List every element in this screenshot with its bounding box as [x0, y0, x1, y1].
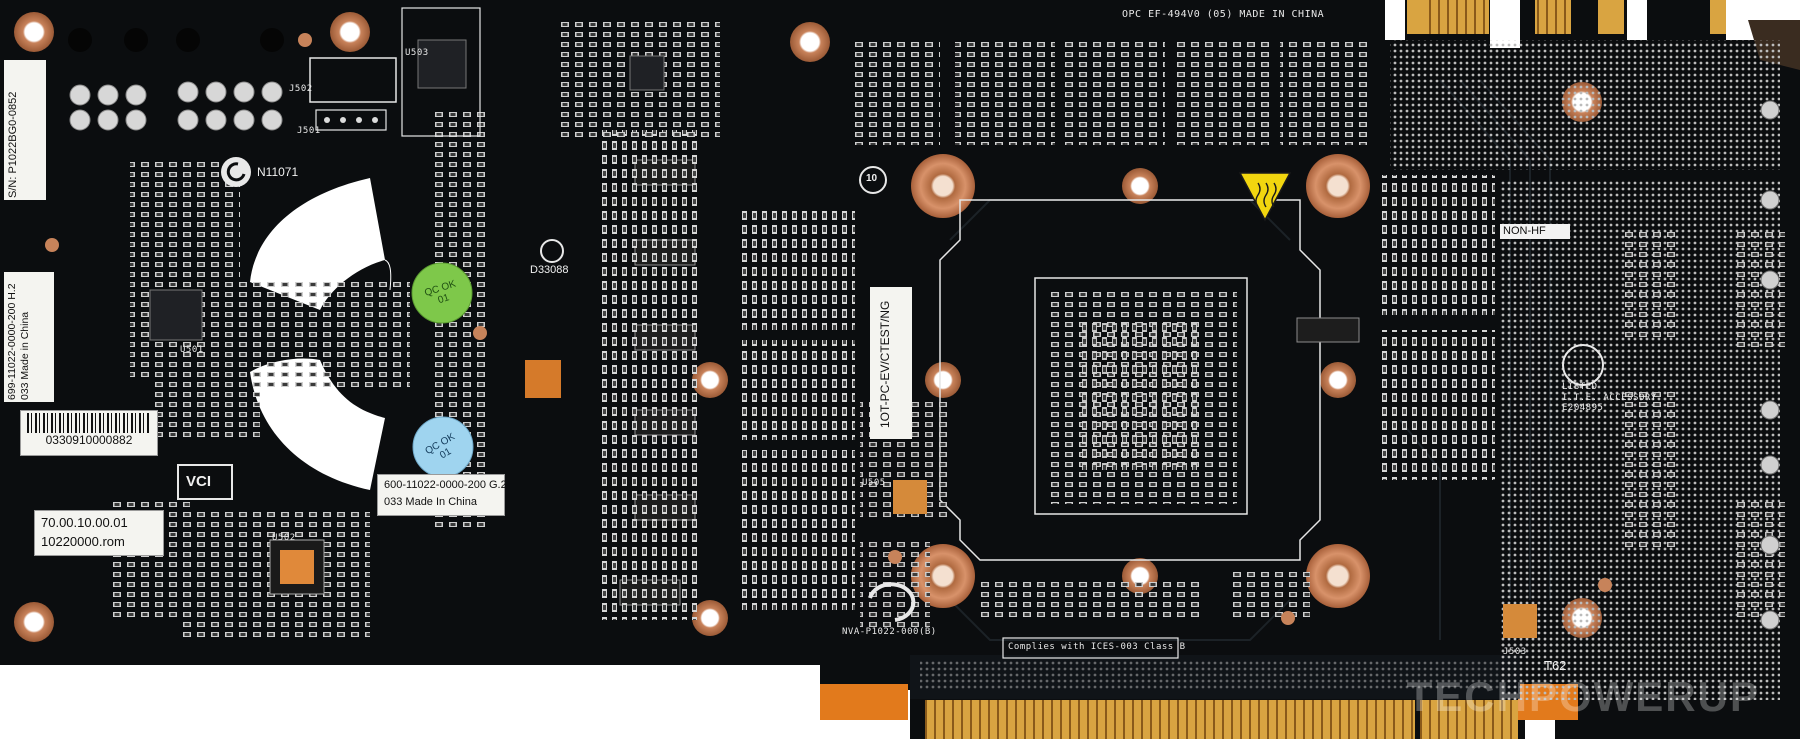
- board-part-line2: 033 Made In China: [384, 496, 477, 508]
- bios-rom: 10220000.rom: [41, 534, 125, 549]
- cert-d-label: D33088: [530, 264, 569, 276]
- techpowerup-watermark: TECHPOWERUP: [1406, 673, 1760, 720]
- cert-n-label: N11071: [257, 165, 299, 179]
- barcode-number: 0330910000882: [45, 433, 133, 447]
- marker-label: T62: [1544, 658, 1567, 673]
- rohs-ten-label: 10: [866, 173, 878, 184]
- ul-listed-label: LISTED: [1562, 382, 1598, 392]
- opc-label: OPC EF-494V0 (05) MADE IN CHINA: [1122, 9, 1325, 20]
- part-number-vertical-sticker: 699-11022-0000-200 H.2 033 Made in China: [6, 274, 54, 400]
- j501-label: J501: [297, 126, 321, 136]
- board-part-line1: 600-11022-0000-200 G.2: [384, 479, 507, 491]
- ul-accessory-label: I.T.E. ACCESSORY: [1562, 393, 1657, 403]
- serial-number-text: S/N: P1022BG0-0852: [7, 91, 19, 198]
- j503-label: J503: [1503, 647, 1527, 657]
- bios-sticker: 70.00.10.00.01 10220000.rom: [34, 510, 164, 556]
- bios-version: 70.00.10.00.01: [41, 515, 128, 530]
- board-code-label: NVA-P1022-000(B): [842, 627, 937, 637]
- u501-label: U501: [180, 345, 204, 355]
- u505-label: U505: [862, 478, 886, 488]
- barcode-icon: [27, 413, 151, 433]
- j502-label: J502: [289, 84, 313, 94]
- u503-label: U503: [405, 48, 429, 58]
- serial-number-sticker: S/N: P1022BG0-0852: [6, 62, 44, 198]
- barcode-sticker: 0330910000882: [20, 410, 158, 456]
- part-vertical-line2: 033 Made in China: [19, 311, 31, 400]
- factory-note-label: 1OT-PC-EV/CTEST/NG: [878, 300, 892, 428]
- ul-number-label: E204895: [1562, 403, 1604, 413]
- ices-compliance-label: Complies with ICES-003 Class B: [1008, 642, 1186, 652]
- non-hf-label: NON-HF: [1503, 225, 1546, 237]
- part-vertical-line1: 699-11022-0000-200 H.2: [6, 283, 18, 400]
- board-part-sticker: 600-11022-0000-200 G.2 033 Made In China: [377, 474, 507, 516]
- u502-label: U502: [272, 533, 296, 543]
- vci-label: VCI: [186, 473, 212, 490]
